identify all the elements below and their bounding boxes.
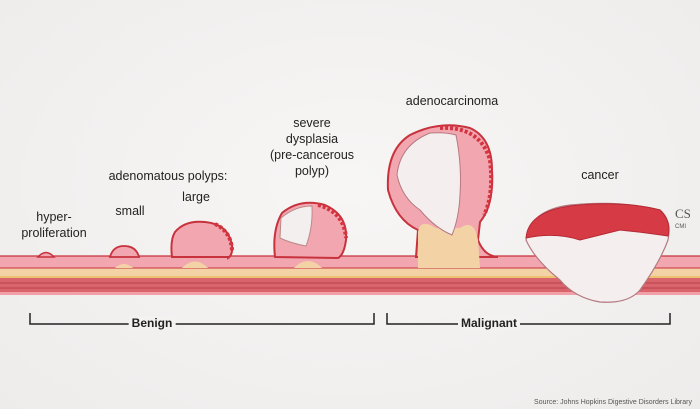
label-cancer: cancer bbox=[581, 168, 619, 182]
malignant-label: Malignant bbox=[458, 316, 520, 330]
label-adenomatous-polyps: adenomatous polyps: bbox=[108, 169, 228, 183]
label-line: polyp) bbox=[294, 164, 330, 178]
dysplastic-tissue bbox=[279, 205, 313, 247]
mucosa-layer bbox=[0, 256, 700, 268]
benign-label: Benign bbox=[128, 316, 176, 330]
malignant-bracket bbox=[386, 313, 671, 325]
label-large: large bbox=[182, 190, 210, 204]
cancerous-tissue bbox=[396, 132, 461, 236]
label-line: severe bbox=[293, 116, 331, 130]
source-credit: Source: Johns Hopkins Digestive Disorder… bbox=[534, 399, 692, 406]
label-line: hyper- bbox=[36, 210, 72, 224]
label-small: small bbox=[115, 204, 145, 218]
small-polyp bbox=[108, 245, 141, 258]
label-line: proliferation bbox=[21, 226, 87, 240]
cancer-surface bbox=[525, 203, 670, 241]
cs-logo-sub: CMI bbox=[675, 224, 686, 230]
label-hyperproliferation: hyper- proliferation bbox=[21, 209, 86, 241]
label-adenocarcinoma: adenocarcinoma bbox=[405, 94, 499, 108]
hyperproliferation-bump bbox=[36, 251, 56, 258]
label-severe-dysplasia: severe dysplasia (pre-cancerous polyp) bbox=[270, 115, 354, 179]
label-line: (pre-cancerous bbox=[269, 148, 355, 162]
cs-logo: CS bbox=[675, 206, 691, 221]
submucosa-layer bbox=[0, 268, 700, 278]
muscle-layer bbox=[0, 278, 700, 294]
label-line: dysplasia bbox=[285, 132, 339, 146]
benign-bracket bbox=[29, 313, 375, 325]
large-polyp bbox=[170, 220, 234, 260]
